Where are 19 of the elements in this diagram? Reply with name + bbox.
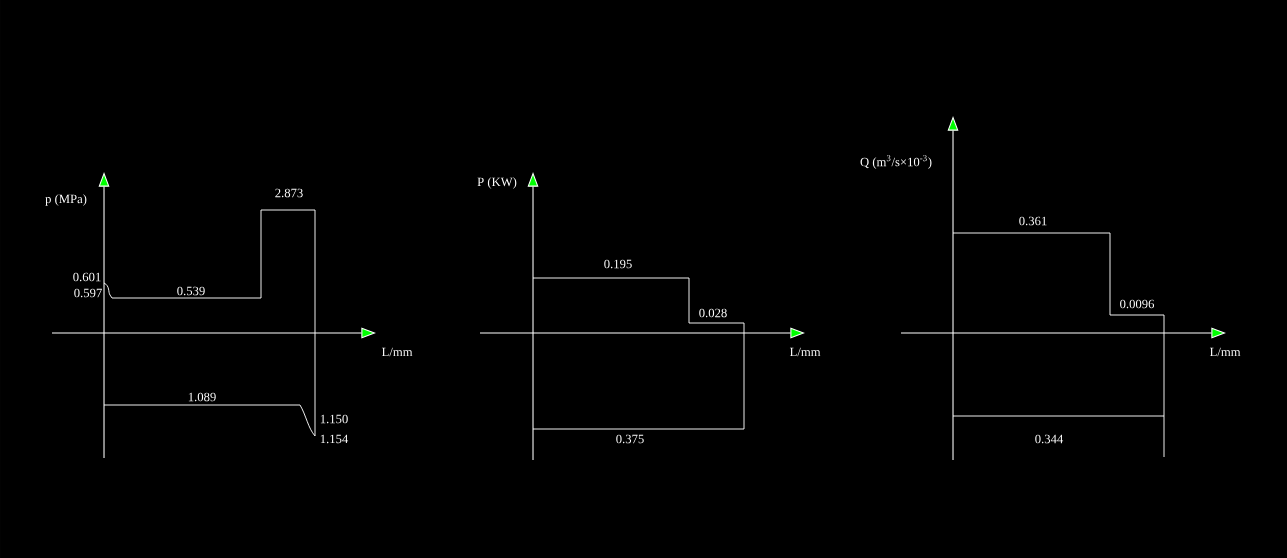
value-label: 0.375 [616, 434, 644, 444]
axis-label: p (MPa) [45, 194, 87, 206]
axis-label: L/mm [789, 347, 821, 357]
value-label: 0.539 [177, 286, 205, 296]
value-label: 0.601 [73, 272, 101, 282]
value-label: 1.150 [320, 414, 348, 424]
value-label: 1.089 [188, 392, 216, 402]
axis-label: L/mm [1209, 347, 1241, 357]
value-label: 0.344 [1035, 434, 1064, 444]
value-label: 0.597 [74, 288, 102, 298]
axis-label: P (KW) [477, 177, 517, 189]
axis-label: L/mm [381, 347, 413, 357]
value-label: 0.0096 [1120, 299, 1155, 309]
value-label: 0.028 [699, 308, 727, 318]
axis-label: Q (m$^{3}$/s×10$^{-3}$) [860, 155, 932, 169]
value-label: 0.195 [604, 259, 632, 269]
value-label: 0.361 [1019, 216, 1047, 226]
value-label: 1.154 [320, 434, 349, 444]
value-label: 2.873 [275, 188, 303, 198]
